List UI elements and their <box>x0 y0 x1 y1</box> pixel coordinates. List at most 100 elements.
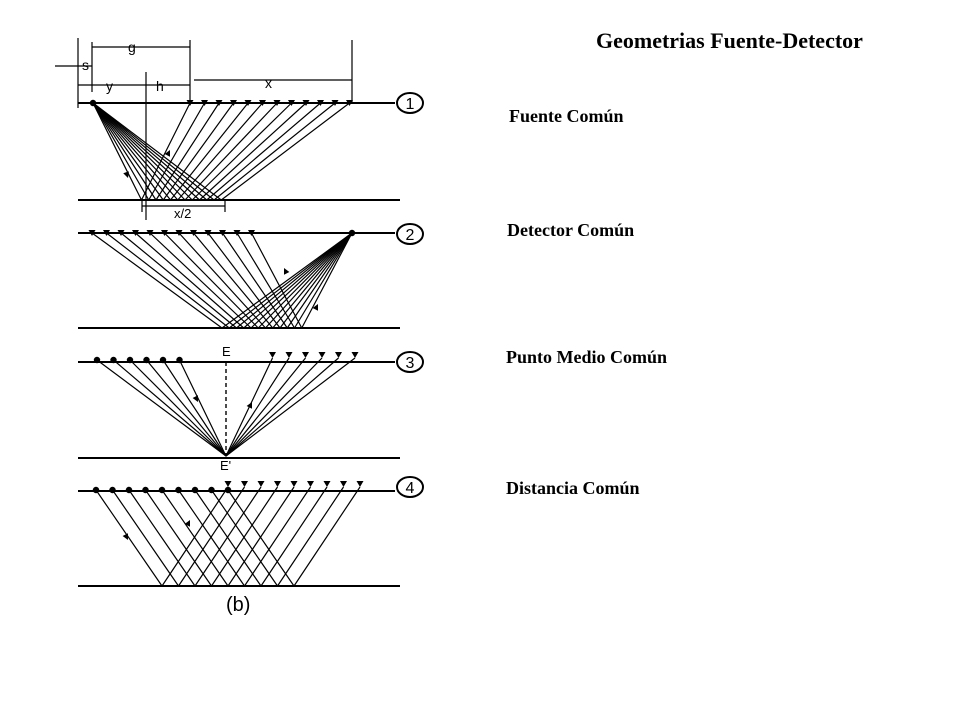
ray-down <box>92 102 200 201</box>
page-title: Geometrias Fuente-Detector <box>596 28 863 53</box>
label-common-midpoint: Punto Medio Común <box>506 347 668 367</box>
ray-up <box>220 102 350 201</box>
receiver-triangle <box>259 100 266 106</box>
receiver-triangle <box>161 230 168 236</box>
ray-down <box>161 489 229 587</box>
ray-up <box>221 232 353 329</box>
receiver-triangle <box>186 100 194 106</box>
point-e-label: E <box>222 344 231 359</box>
ray-down <box>128 489 196 587</box>
dim-x-half-label: x/2 <box>174 206 191 221</box>
ray-up <box>191 102 292 201</box>
receiver-triangle <box>230 100 237 106</box>
number-4: 4 <box>406 480 415 497</box>
ray-up <box>225 357 339 457</box>
ray-up <box>199 102 307 201</box>
dim-h-label: h <box>156 78 164 94</box>
panel-common-source <box>78 99 400 201</box>
ray-down <box>96 359 227 457</box>
ray-down <box>194 489 262 587</box>
receiver-triangle <box>317 100 324 106</box>
ray-up <box>211 486 278 587</box>
ray-up <box>293 232 353 329</box>
ray-up <box>228 232 353 329</box>
ray-down <box>162 359 227 457</box>
ray-up <box>177 102 263 201</box>
ray-down <box>250 232 303 329</box>
ray-up <box>225 357 290 457</box>
label-common-offset: Distancia Común <box>506 478 640 498</box>
ray-down <box>92 102 171 201</box>
ray-down <box>92 102 179 201</box>
ray-up <box>293 486 361 587</box>
ray-arrow <box>123 171 129 178</box>
ray-down <box>193 232 274 329</box>
ray-down <box>178 359 227 457</box>
ray-down <box>164 232 259 329</box>
receiver-triangle <box>340 481 347 487</box>
receiver-triangle <box>248 230 255 236</box>
ray-down <box>92 102 222 201</box>
ray-arrow <box>184 520 190 527</box>
ray-arrow <box>284 268 290 275</box>
ray-down <box>92 102 157 201</box>
receiver-triangle <box>241 481 248 487</box>
dimension-lines <box>55 38 353 220</box>
receiver-triangle <box>356 481 364 487</box>
ray-arrow <box>246 402 252 409</box>
ray-arrow <box>192 395 198 402</box>
ray-up <box>265 232 353 329</box>
circle-number-1: 1 <box>396 92 424 114</box>
dim-x-label: x <box>265 75 272 91</box>
receiver-triangle <box>331 100 339 106</box>
ray-down <box>236 232 296 329</box>
ray-arrow <box>122 533 128 540</box>
ray-down <box>178 232 266 329</box>
ray-up <box>236 232 353 329</box>
receiver-triangle <box>285 352 293 358</box>
receiver-triangle <box>201 100 208 106</box>
circle-number-2: 2 <box>396 223 424 245</box>
ray-up <box>194 486 262 587</box>
receiver-triangle <box>175 230 183 236</box>
panel-common-offset <box>78 481 400 587</box>
circle-number-4: 4 <box>396 476 424 498</box>
dim-y-label: y <box>106 78 113 94</box>
ray-up <box>178 486 245 587</box>
panel-common-midpoint <box>78 352 400 459</box>
ray-down <box>92 102 208 201</box>
label-common-source: Fuente Común <box>509 106 624 126</box>
ray-up <box>244 486 311 587</box>
ray-down <box>146 359 227 457</box>
receiver-triangle <box>335 352 342 358</box>
ray-up <box>257 232 353 329</box>
ray-arrow <box>312 304 318 311</box>
ray-down <box>129 359 227 457</box>
ray-down <box>112 489 179 587</box>
receiver-triangle <box>274 481 281 487</box>
receiver-triangle <box>273 100 281 106</box>
receiver-triangle <box>215 100 223 106</box>
ray-down <box>106 232 230 329</box>
ray-up <box>225 357 323 457</box>
ray-up <box>161 486 229 587</box>
ray-down <box>92 102 164 201</box>
receiver-triangle <box>323 481 331 487</box>
point-e-prime-label: E' <box>220 458 231 473</box>
receiver-triangle <box>290 481 298 487</box>
receiver-triangle <box>146 230 154 236</box>
receiver-triangle <box>346 100 353 106</box>
ray-up <box>260 486 328 587</box>
receiver-triangle <box>132 230 139 236</box>
receiver-triangle <box>307 481 314 487</box>
ray-up <box>301 232 353 329</box>
receiver-triangle <box>117 230 125 236</box>
ray-up <box>213 102 336 201</box>
receiver-triangle <box>269 352 276 358</box>
ray-down <box>92 102 193 201</box>
ray-down <box>211 489 278 587</box>
label-common-detector: Detector Común <box>507 220 635 240</box>
ray-up <box>227 486 295 587</box>
ray-down <box>92 102 186 201</box>
